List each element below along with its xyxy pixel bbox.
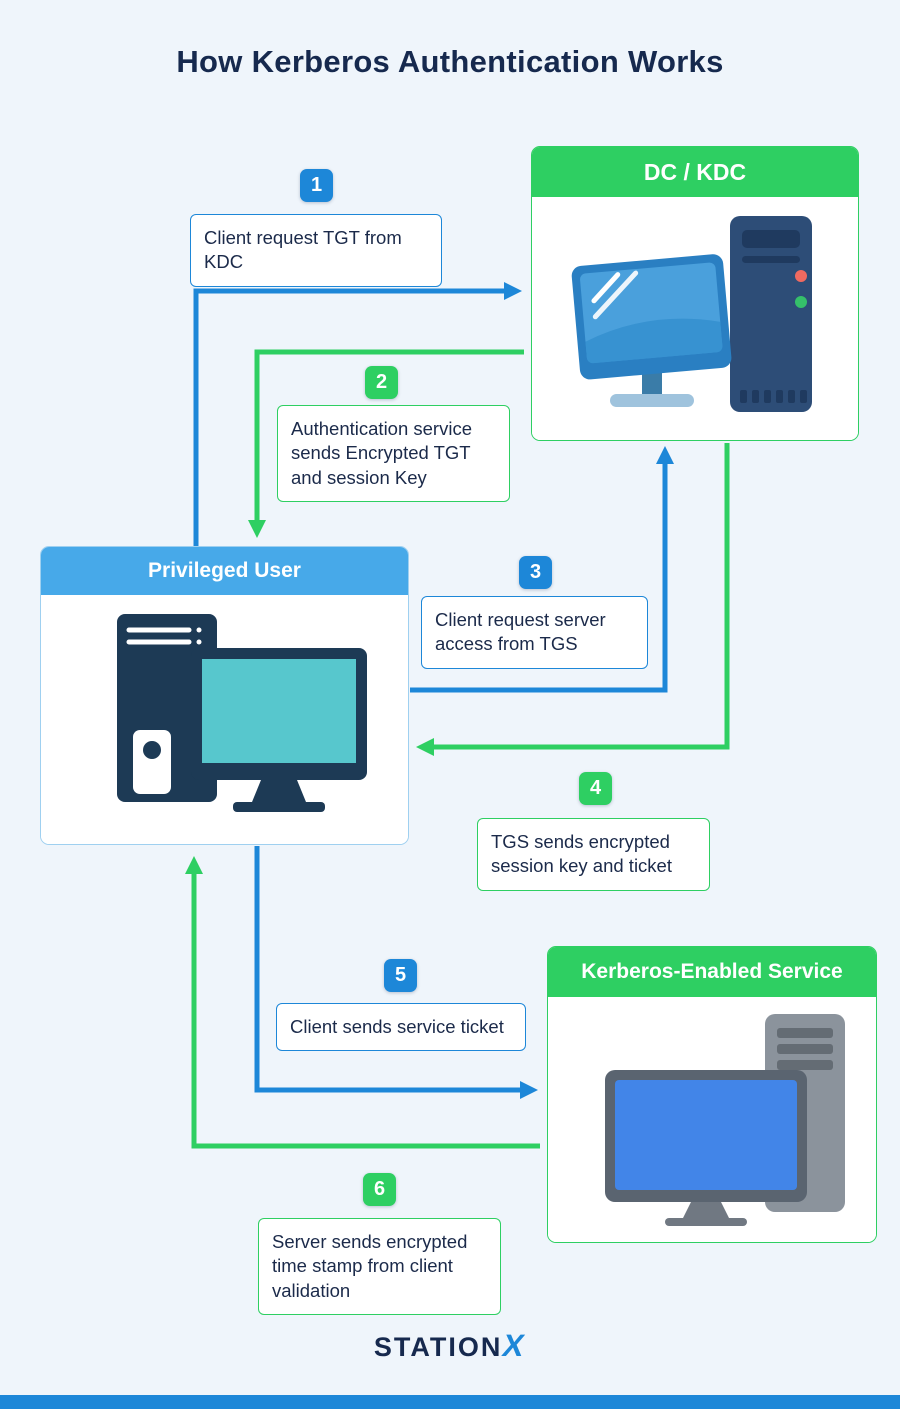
node-service-header: Kerberos-Enabled Service: [548, 947, 876, 997]
bottom-accent-bar: [0, 1395, 900, 1409]
step-2-label: Authentication service sends Encrypted T…: [277, 405, 510, 503]
step-5-label: Client sends service ticket: [276, 1003, 526, 1052]
arrow-step-6: [185, 856, 540, 1149]
node-privileged-user: Privileged User: [40, 546, 409, 845]
user-computer-illustration: [116, 613, 367, 812]
arrow-step-2: [248, 349, 524, 538]
page-title: How Kerberos Authentication Works: [176, 44, 724, 79]
stationx-logo: STATIONX: [0, 1328, 900, 1364]
node-kdc: DC / KDC: [531, 146, 859, 441]
step-6-badge: 6: [363, 1173, 396, 1206]
kdc-tower: [730, 215, 812, 412]
arrow-step-1: [193, 282, 522, 546]
step-3-badge: 3: [519, 556, 552, 589]
brand-x-letter: X: [499, 1328, 530, 1363]
node-kdc-body: [532, 197, 858, 440]
node-kdc-header: DC / KDC: [532, 147, 858, 197]
arrow-step-3: [410, 446, 674, 693]
step-2-badge: 2: [365, 366, 398, 399]
user-monitor: [190, 647, 367, 812]
node-user-header: Privileged User: [41, 547, 408, 595]
kdc-computer-illustration: [571, 215, 812, 412]
step-4-badge: 4: [579, 772, 612, 805]
step-1-badge: 1: [300, 169, 333, 202]
node-user-body: [41, 595, 408, 844]
step-3-label: Client request server access from TGS: [421, 596, 648, 669]
step-6-label: Server sends encrypted time stamp from c…: [258, 1218, 501, 1316]
node-kerberos-service: Kerberos-Enabled Service: [547, 946, 877, 1243]
service-computer-illustration: [605, 1013, 845, 1226]
step-5-badge: 5: [384, 959, 417, 992]
step-4-label: TGS sends encrypted session key and tick…: [477, 818, 710, 891]
brand-text: STATION: [373, 1332, 503, 1362]
arrow-step-4: [416, 443, 730, 756]
arrow-step-5: [254, 846, 538, 1099]
kdc-monitor: [571, 253, 732, 407]
service-monitor: [605, 1069, 807, 1226]
step-1-label: Client request TGT from KDC: [190, 214, 442, 287]
node-service-body: [548, 997, 876, 1242]
